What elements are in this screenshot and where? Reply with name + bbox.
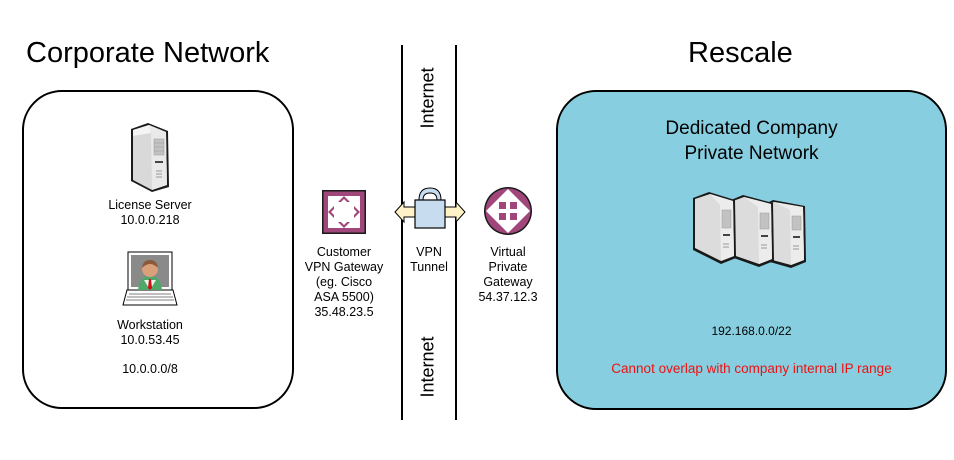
vpn-tunnel-line-1: VPN [416,245,442,259]
corporate-network-box [22,90,294,409]
server-cluster-icon [693,192,806,268]
virtual-gateway-ip: 54.37.12.3 [478,290,538,304]
lock-icon [394,187,466,229]
virtual-gateway-line-3: Gateway [483,275,533,289]
rescale-heading-line-1: Dedicated Company [665,118,838,139]
internet-label-top: Internet [417,67,438,129]
corporate-subnet: 10.0.0.0/8 [122,362,178,376]
internet-boundary-right [455,45,457,420]
internet-boundary-left [401,45,403,420]
customer-gateway-line-4: ASA 5500) [314,290,374,304]
customer-gateway-line-1: Customer [316,245,372,259]
internet-label-bottom: Internet [417,336,438,398]
laptop-user-icon [122,251,178,306]
virtual-gateway-line-2: Private [488,260,528,274]
rescale-title: Rescale [688,37,793,69]
license-server-ip: 10.0.0.218 [120,213,180,227]
router-icon [484,187,532,235]
customer-gateway-line-2: VPN Gateway [304,260,384,274]
corporate-network-title: Corporate Network [26,37,270,69]
ip-overlap-warning: Cannot overlap with company internal IP … [611,361,892,376]
rescale-heading-line-2: Private Network [684,143,819,164]
workstation-label: Workstation [117,318,183,332]
license-server-label: License Server [108,198,192,212]
rescale-subnet: 192.168.0.0/22 [711,324,792,338]
cluster-server-2 [731,195,774,267]
rescale-network-heading: Dedicated Company Private Network [556,116,947,166]
customer-gateway-ip: 35.48.23.5 [314,305,374,319]
customer-gateway-line-3: (eg. Cisco [315,275,373,289]
vpn-tunnel-line-2: Tunnel [410,260,448,274]
cluster-server-1 [693,192,736,264]
vpn-gateway-icon [322,190,366,234]
workstation-ip: 10.0.53.45 [120,333,180,347]
server-icon [131,123,169,192]
virtual-gateway-line-1: Virtual [490,245,526,259]
